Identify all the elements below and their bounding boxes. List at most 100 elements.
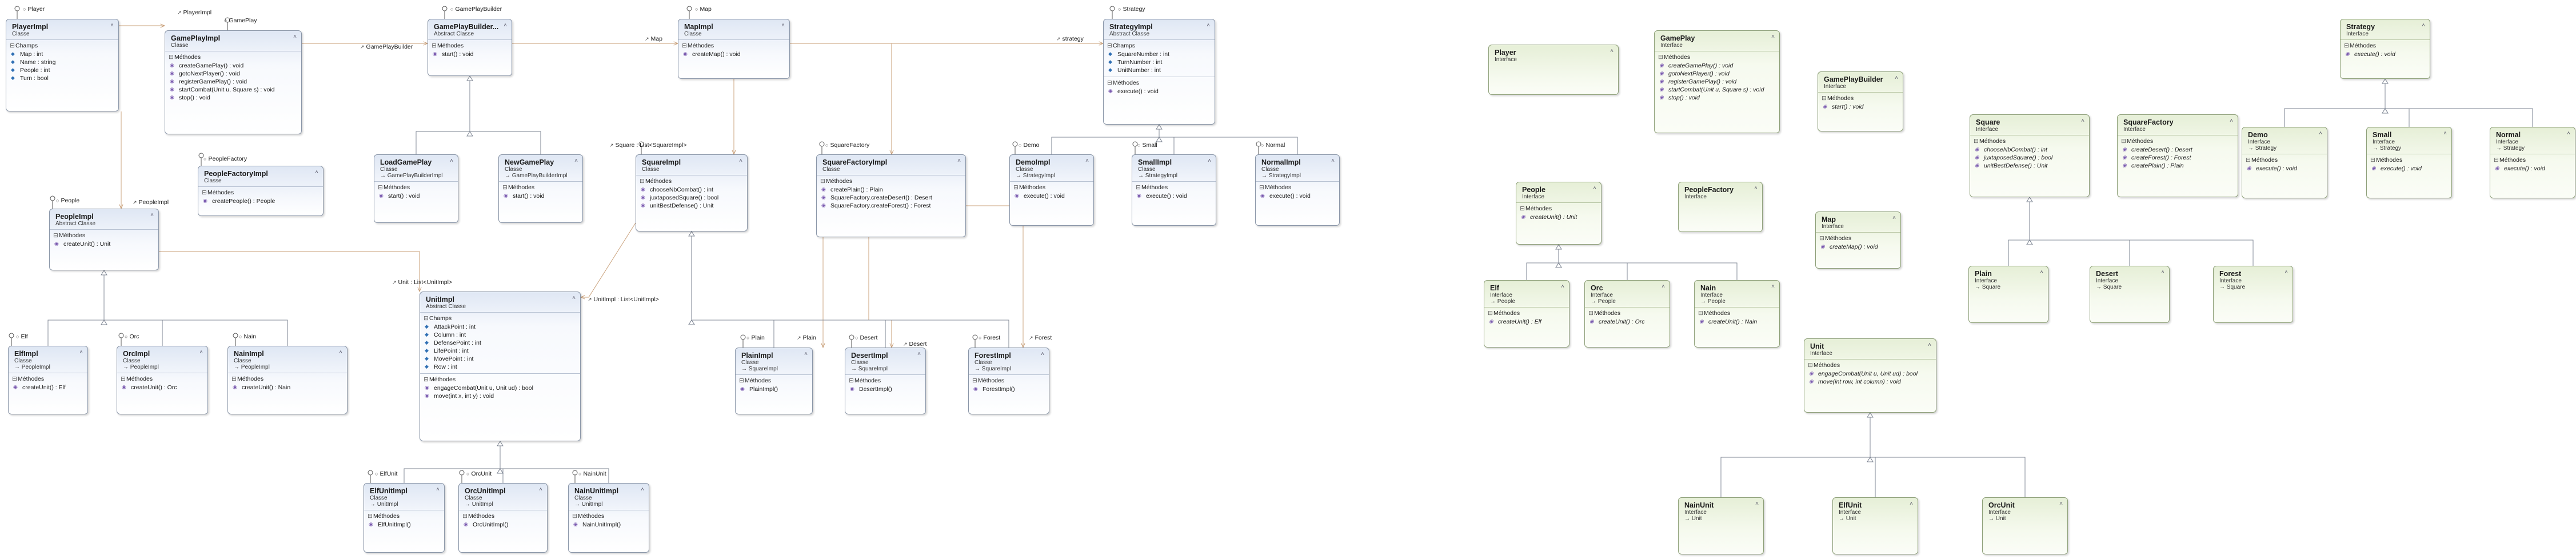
section-toggle-icon[interactable]: ⊟ [2344,42,2349,49]
collapse-chevron-icon[interactable]: ˄ [572,295,576,301]
field-row[interactable]: ◆MovePoint : int [424,355,577,363]
section-header[interactable]: ⊟Méthodes [424,375,577,384]
method-row[interactable]: ◉unitBestDefense() : Unit [640,202,744,210]
collapse-chevron-icon[interactable]: ˄ [2161,269,2164,275]
section-header[interactable]: ⊟Méthodes [1658,53,1776,62]
method-row[interactable]: ◉DesertImpl() [849,385,922,393]
method-row[interactable]: ◉gotoNextPlayer() : void [169,70,298,78]
method-row[interactable]: ◉chooseNbCombat() : int [640,186,744,194]
method-row[interactable]: ◉start() : void [502,192,579,200]
collapse-chevron-icon[interactable]: ˄ [804,351,808,357]
method-row[interactable]: ◉createUnit() : Elf [1488,318,1565,326]
section-toggle-icon[interactable]: ⊟ [1698,310,1703,317]
section-toggle-icon[interactable]: ⊟ [1822,95,1827,102]
collapse-chevron-icon[interactable]: ˄ [2040,269,2043,275]
method-row[interactable]: ◉createGamePlay() : void [1658,62,1776,70]
section-toggle-icon[interactable]: ⊟ [378,184,383,191]
collapse-chevron-icon[interactable]: ˄ [1910,501,1913,507]
section-header[interactable]: ⊟Méthodes [12,374,84,384]
section-toggle-icon[interactable]: ⊟ [1107,79,1112,86]
section-toggle-icon[interactable]: ⊟ [572,513,577,520]
method-row[interactable]: ◉SquareFactory.createForest() : Forest [820,202,962,210]
field-row[interactable]: ◆TurnNumber : int [1107,58,1211,66]
method-row[interactable]: ◉createUnit() : Orc [121,384,204,392]
section-header[interactable]: ⊟Méthodes [121,374,204,384]
collapse-chevron-icon[interactable]: ˄ [150,212,154,218]
method-row[interactable]: ◉SquareFactory.createDesert() : Desert [820,194,962,202]
field-row[interactable]: ◆Turn : bool [10,74,115,82]
method-row[interactable]: ◉execute() : void [1136,192,1212,200]
section-header[interactable]: ⊟Méthodes [368,512,441,521]
collapse-chevron-icon[interactable]: ˄ [436,486,440,493]
section-header[interactable]: ⊟Méthodes [1822,94,1899,103]
field-row[interactable]: ◆Column : int [424,331,577,339]
section-header[interactable]: ⊟Méthodes [2121,137,2234,146]
section-header[interactable]: ⊟Méthodes [1698,309,1776,318]
collapse-chevron-icon[interactable]: ˄ [641,486,644,493]
method-row[interactable]: ◉createUnit() : Nain [231,384,344,392]
collapse-chevron-icon[interactable]: ˄ [1895,75,1898,81]
section-toggle-icon[interactable]: ⊟ [502,184,508,191]
collapse-chevron-icon[interactable]: ˄ [1771,284,1775,290]
section-header[interactable]: ⊟Méthodes [432,41,508,50]
collapse-chevron-icon[interactable]: ˄ [2081,118,2084,124]
field-row[interactable]: ◆Row : int [424,363,577,371]
field-row[interactable]: ◆SquareNumber : int [1107,50,1211,58]
collapse-chevron-icon[interactable]: ˄ [1593,185,1596,191]
section-toggle-icon[interactable]: ⊟ [53,232,58,239]
section-toggle-icon[interactable]: ⊟ [12,376,17,382]
method-row[interactable]: ◉start() : void [378,192,454,200]
section-header[interactable]: ⊟Méthodes [2246,155,2323,165]
collapse-chevron-icon[interactable]: ˄ [1331,158,1335,164]
section-toggle-icon[interactable]: ⊟ [2494,157,2499,163]
method-row[interactable]: ◉createUnit() : Elf [12,384,84,392]
section-toggle-icon[interactable]: ⊟ [169,54,174,61]
method-row[interactable]: ◉createPeople() : People [202,197,319,205]
method-row[interactable]: ◉juxtaposedSquare() : bool [1974,154,2086,162]
section-header[interactable]: ⊟Méthodes [2344,41,2426,50]
collapse-chevron-icon[interactable]: ˄ [739,158,742,164]
method-row[interactable]: ◉createGamePlay() : void [169,62,298,70]
section-header[interactable]: ⊟Méthodes [1107,78,1211,87]
collapse-chevron-icon[interactable]: ˄ [539,486,542,493]
method-row[interactable]: ◉createPlain() : Plain [820,186,962,194]
method-row[interactable]: ◉registerGamePlay() : void [169,78,298,86]
section-toggle-icon[interactable]: ⊟ [121,376,126,382]
method-row[interactable]: ◉createForest() : Forest [2121,154,2234,162]
section-header[interactable]: ⊟Méthodes [1013,183,1090,192]
method-row[interactable]: ◉move(int row, int column) : void [1808,378,1932,386]
section-header[interactable]: ⊟Méthodes [820,177,962,186]
section-toggle-icon[interactable]: ⊟ [820,178,825,185]
section-toggle-icon[interactable]: ⊟ [2370,157,2375,163]
section-toggle-icon[interactable]: ⊟ [1588,310,1593,317]
field-row[interactable]: ◆UnitNumber : int [1107,66,1211,74]
method-row[interactable]: ◉execute() : void [2246,165,2323,173]
section-toggle-icon[interactable]: ⊟ [1107,42,1112,49]
section-header[interactable]: ⊟Champs [424,314,577,323]
method-row[interactable]: ◉createDesert() : Desert [2121,146,2234,154]
collapse-chevron-icon[interactable]: ˄ [781,22,785,29]
section-toggle-icon[interactable]: ⊟ [10,42,15,49]
collapse-chevron-icon[interactable]: ˄ [957,158,961,164]
method-row[interactable]: ◉createUnit() : Unit [1520,213,1597,221]
method-row[interactable]: ◉createMap() : void [1819,243,1897,251]
section-toggle-icon[interactable]: ⊟ [1658,54,1663,61]
section-header[interactable]: ⊟Méthodes [1974,137,2086,146]
